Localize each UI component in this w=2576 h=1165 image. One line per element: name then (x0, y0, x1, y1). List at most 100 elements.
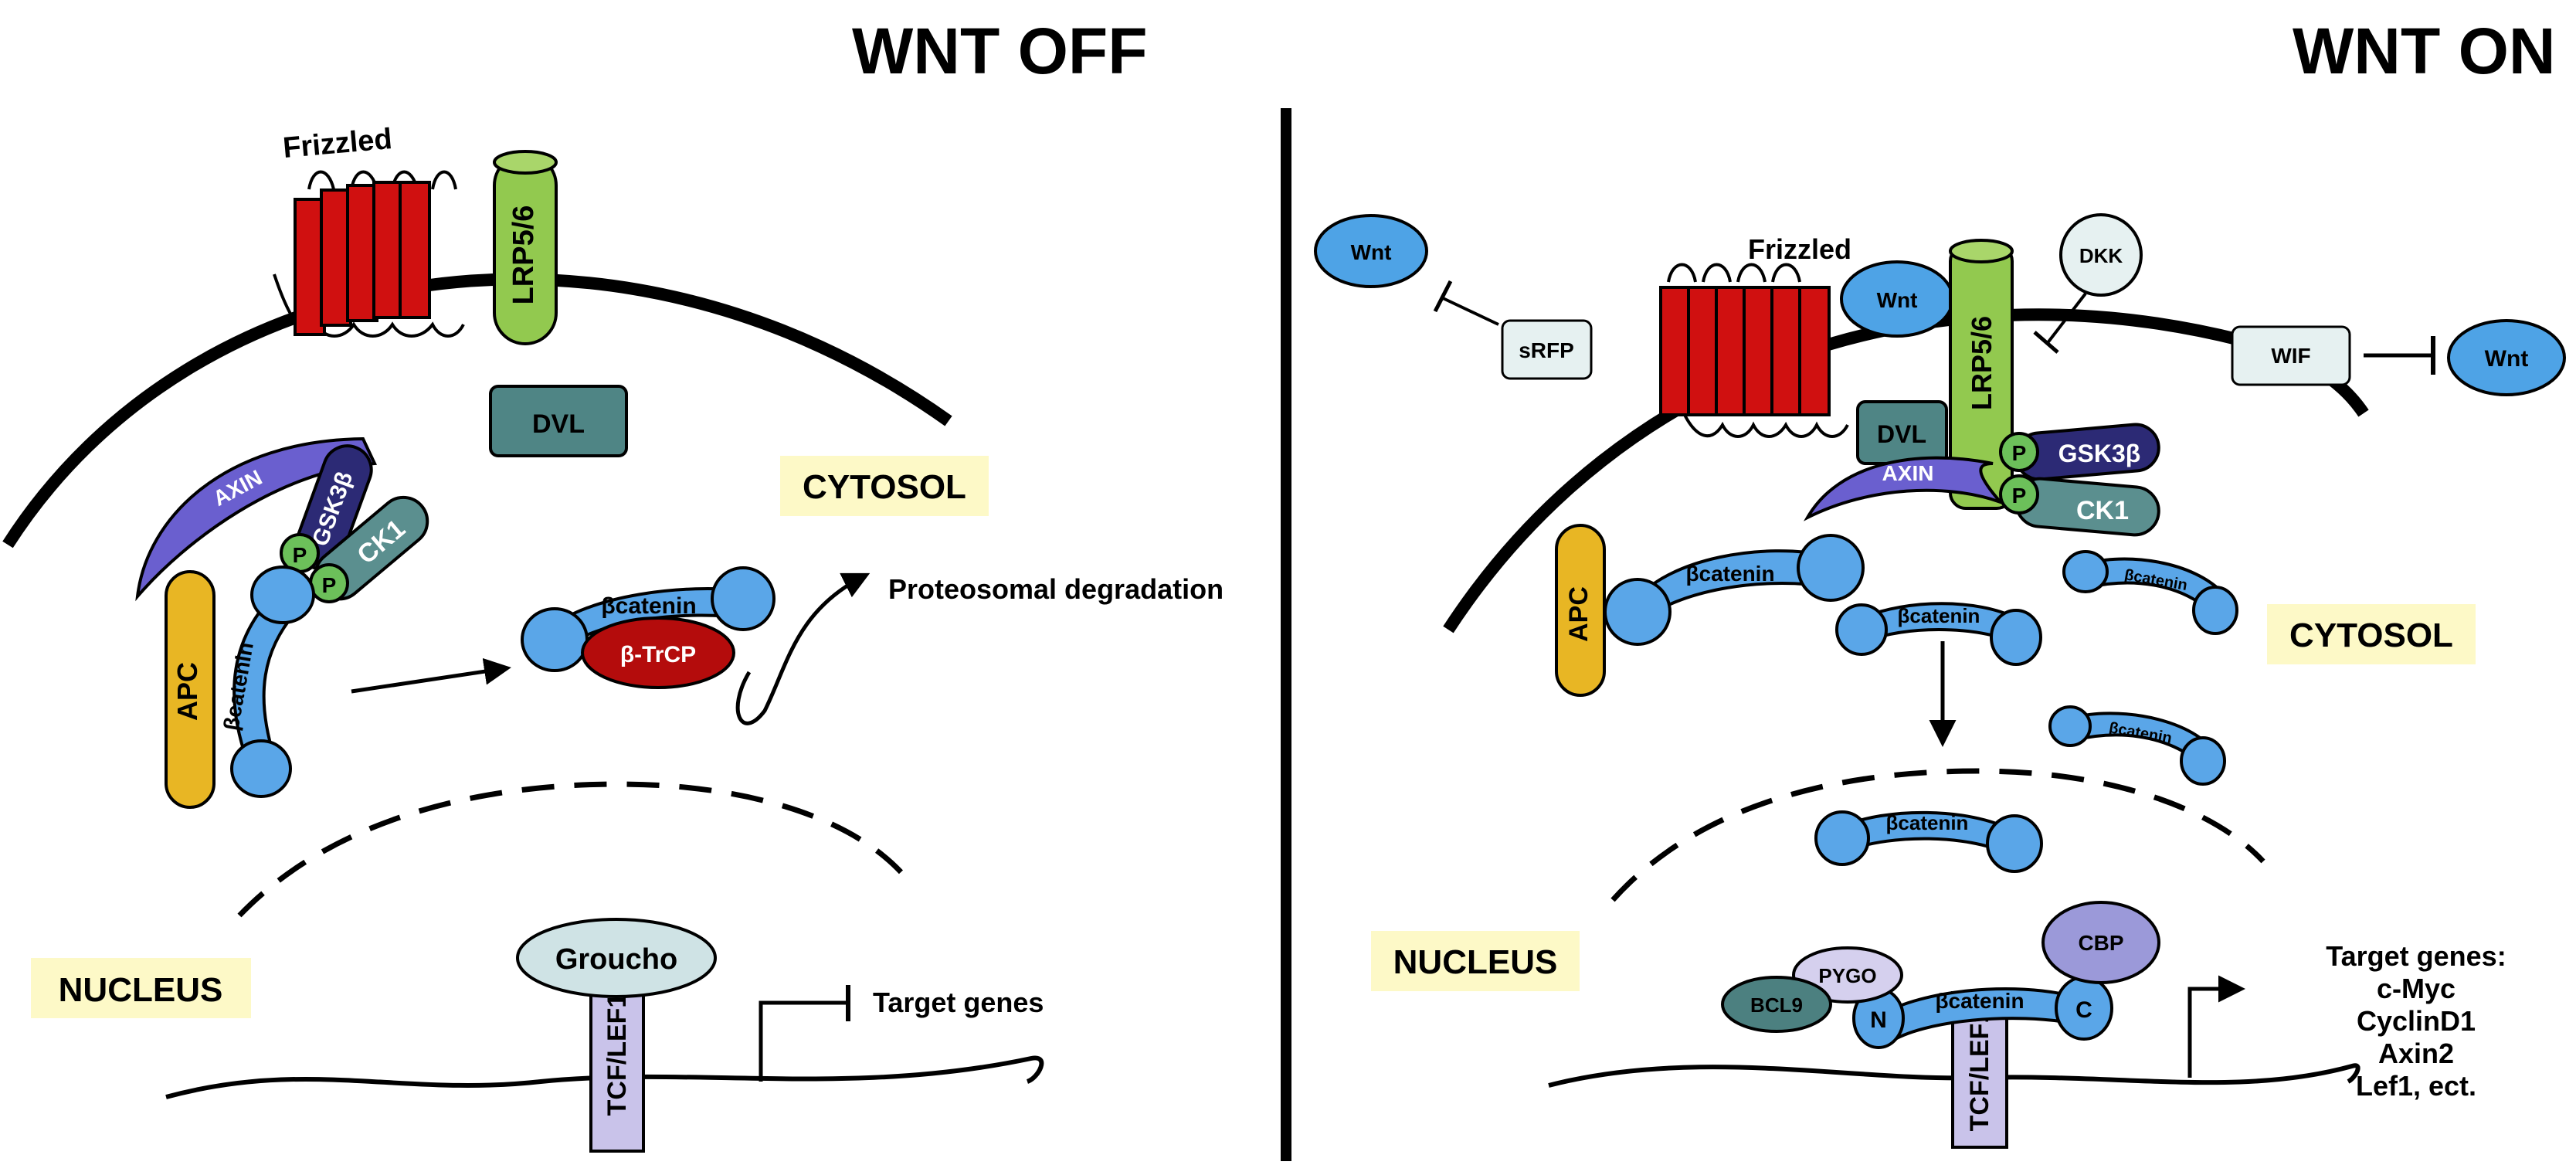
wnt-ligand (1314, 214, 1428, 288)
bcatenin-end (1835, 603, 1888, 656)
nucleus-label: NUCLEUS (1393, 943, 1558, 981)
phospho-circle (1999, 474, 2039, 515)
frizzled-helix (1770, 286, 1803, 416)
bcl9-label: BCL9 (1750, 993, 1803, 1017)
lrp-receptor-top (1949, 239, 2014, 263)
cytosol-label-bg (780, 456, 989, 516)
dna-strand (1548, 1063, 2360, 1088)
sfrp-inhibition-line (1441, 296, 1499, 326)
bcatenin-end (1990, 609, 2042, 666)
phospho-label: P (2012, 484, 2027, 508)
nuclear-membrane (237, 781, 914, 918)
pygo-label: PYGO (1818, 964, 1876, 987)
wnt-off-panel: WNT OFF Frizzled LRP5/6 DVL AXIN GSK3β (2, 15, 1224, 1153)
bcatenin-bound-head (250, 566, 315, 624)
nucleus-label: NUCLEUS (59, 971, 223, 1009)
bcatenin-transcriptional-label: βcatenin (1935, 989, 2024, 1013)
degradation-arrow (735, 572, 871, 725)
sfrp-label: sRFP (1519, 338, 1574, 362)
bcatenin-bound-foot (230, 739, 292, 798)
phospho-circle (1999, 432, 2039, 472)
wnt-free-right (2447, 319, 2566, 396)
wnt-off-title: WNT OFF (852, 15, 1148, 87)
frizzled-helix (1715, 286, 1747, 416)
bcatenin-end (1797, 534, 1865, 602)
wif-label: WIF (2271, 344, 2310, 368)
bcatenin-nuclear-free: βcatenin (1814, 810, 2043, 873)
inhibitor-bar (1433, 280, 1453, 313)
arrow-to-degradation-complex (351, 657, 511, 694)
frizzled-helix (399, 181, 431, 319)
frizzled-label: Frizzled (1748, 233, 1851, 265)
cytosol-label: CYTOSOL (803, 468, 966, 506)
groucho-ellipse (516, 918, 717, 998)
phospho-label: P (322, 573, 337, 597)
bcatenin-free-1: βcatenin (1604, 534, 1865, 646)
frizzled-helix (1687, 286, 1719, 416)
nucleus-label-bg (31, 958, 251, 1018)
wnt-on-panel: WNT ON Wnt sRFP Frizzled Wnt LRP5/6 DK (1314, 15, 2566, 1149)
bcatenin-end (1604, 578, 1672, 646)
axin-label: AXIN (1882, 461, 1934, 485)
c-terminus-label: C (2075, 997, 2092, 1023)
lrp-label: LRP5/6 (1966, 316, 1997, 410)
frizzled-helix (320, 189, 352, 327)
bcatenin-end (1986, 814, 2043, 873)
lrp-receptor-top (493, 150, 558, 175)
btrcp-label: β-TrCP (620, 642, 696, 667)
target-gene-lef1: Lef1, ect. (2356, 1070, 2476, 1102)
phospho-label: P (2012, 441, 2027, 465)
bcatenin-end (2062, 550, 2109, 593)
cytosol-label-bg (2267, 604, 2476, 664)
nucleus-label-bg (1371, 931, 1580, 991)
btrcp-ellipse (581, 616, 735, 689)
ck1-label: CK1 (2076, 496, 2129, 525)
cytosol-label: CYTOSOL (2289, 616, 2453, 654)
bcatenin-label: βcatenin (1898, 604, 1980, 627)
tcf-lef1-label: TCF/LEF1 (602, 993, 632, 1116)
gsk3b-label: GSK3β (2058, 440, 2141, 467)
wnt-label: Wnt (1351, 240, 1392, 264)
frizzled-label: Frizzled (282, 123, 394, 165)
bcatenin-free-right (711, 566, 776, 631)
bcatenin-free-4: βcatenin (2048, 705, 2226, 786)
frizzled-receptor (1659, 286, 1831, 416)
nuclear-membrane (1610, 768, 2265, 902)
apc-label: APC (171, 662, 203, 721)
bcatenin-end (1814, 810, 1870, 866)
frizzled-helix (1798, 286, 1831, 416)
frizzled-helix (372, 181, 405, 319)
frizzled-helix (1659, 286, 1692, 416)
dkk-inhibition-line (2045, 292, 2087, 345)
frizzled-helix (1743, 286, 1775, 416)
target-gene-cmyc: c-Myc (2377, 973, 2456, 1004)
dkk-label: DKK (2079, 244, 2123, 267)
inhibitor-bar (2033, 331, 2059, 354)
dvl-box (489, 385, 628, 457)
target-gene-cyclind1: CyclinD1 (2357, 1005, 2476, 1037)
wnt-on-title: WNT ON (2293, 15, 2556, 87)
cbp-label: CBP (2078, 931, 2123, 955)
bcatenin-label: βcatenin (1886, 811, 1969, 834)
dna-strand (165, 1055, 1044, 1099)
cbp-ellipse (2041, 901, 2160, 984)
tcf-lef1-label: TCF/LEF1 (1965, 1009, 1994, 1132)
target-genes-title: Target genes: (2326, 940, 2506, 972)
target-genes-inhibitor (759, 1000, 846, 1082)
dvl-label: DVL (1877, 420, 1926, 448)
target-genes-label: Target genes (873, 987, 1044, 1018)
apc-cylinder (165, 570, 216, 809)
bcatenin-free-label: βcatenin (601, 593, 696, 619)
bcl9-ellipse (1721, 976, 1832, 1033)
apc-label: APC (1564, 586, 1593, 642)
bcatenin-end (2192, 586, 2238, 635)
frizzled-receptor (294, 181, 431, 336)
bcatenin-end (2180, 736, 2226, 786)
phospho-label: P (293, 543, 307, 567)
bcatenin-free-3: βcatenin (2062, 550, 2238, 635)
lrp-label: LRP5/6 (507, 205, 540, 305)
bcatenin-end (2048, 705, 2092, 747)
target-gene-axin2: Axin2 (2378, 1038, 2454, 1069)
